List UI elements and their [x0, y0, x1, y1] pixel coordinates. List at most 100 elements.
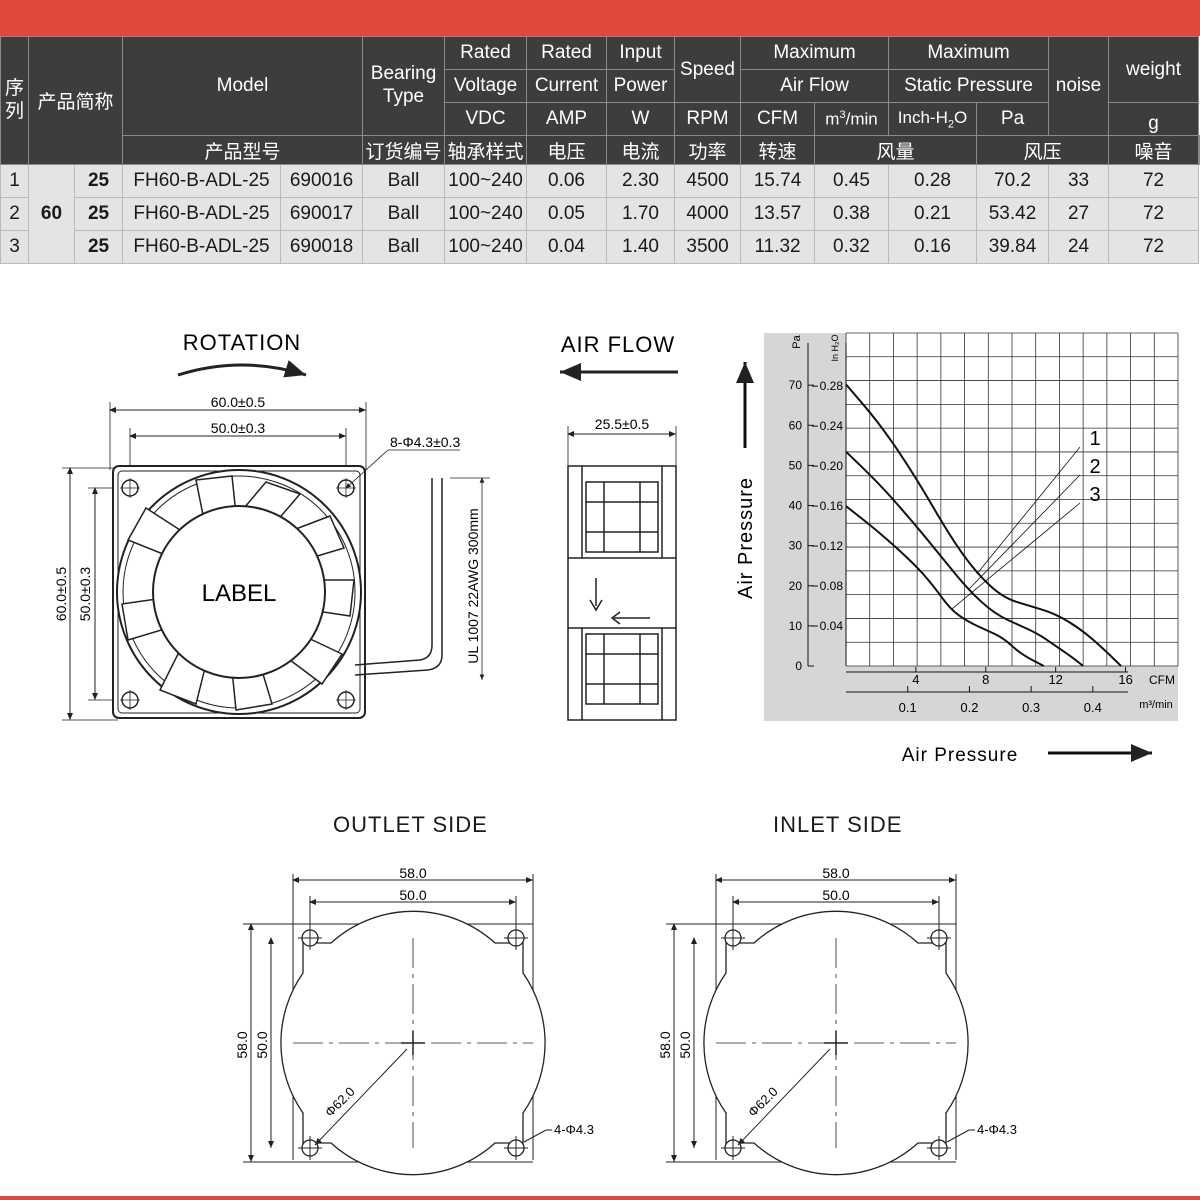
- table-row: 2 25 FH60-B-ADL-25 690017 Ball 100~240 0…: [0, 197, 1200, 231]
- cell-m3min: 0.45: [814, 164, 890, 198]
- y-tick-label-pa: 10: [789, 619, 803, 633]
- unit-vdc: VDC: [444, 102, 528, 136]
- cell-power: 1.70: [606, 197, 676, 231]
- dim-outer-width: 58.0: [822, 865, 849, 881]
- bottom-accent-bar: [0, 1196, 1200, 1200]
- fan-label-text: LABEL: [202, 580, 277, 607]
- top-accent-bar: [0, 0, 1200, 36]
- y-tick-label-inh2o: 0.04: [820, 619, 844, 633]
- dim-outer-height: 58.0: [234, 1031, 250, 1058]
- y-tick-label-inh2o: 0.08: [820, 579, 844, 593]
- cell-current: 0.06: [526, 164, 608, 198]
- header-weight: weight: [1108, 36, 1200, 103]
- cell-noise: 33: [1048, 164, 1110, 198]
- pq-curve-chart: 0102030405060700.040.080.120.160.200.240…: [735, 332, 1179, 766]
- dim-outer-height: 58.0: [657, 1031, 673, 1058]
- y-tick-label-pa: 0: [795, 659, 802, 673]
- unit-pa: Pa: [976, 102, 1050, 136]
- dim-hole-width: 50.0±0.3: [211, 420, 266, 436]
- cell-order-no: 690017: [280, 197, 364, 231]
- cell-model: FH60-B-ADL-25: [122, 197, 282, 231]
- spec-table: 序列 产品简称 Model Bearing Type Rated Rated I…: [0, 36, 1200, 264]
- cell-seq: 3: [0, 230, 29, 264]
- hole-spec-label: 4-Φ4.3: [554, 1122, 594, 1137]
- dim-hole-height: 50.0±0.3: [77, 567, 93, 622]
- cell-speed: 3500: [674, 230, 742, 264]
- dim-hole-height: 50.0: [254, 1031, 270, 1058]
- dim-outer-height: 60.0±0.5: [53, 567, 69, 622]
- x-tick-label-cfm: 16: [1118, 672, 1132, 687]
- unit-w: W: [606, 102, 676, 136]
- series-leader-2: [968, 474, 1081, 591]
- dim-outer-width: 58.0: [399, 865, 426, 881]
- x-tick-label-m3min: 0.1: [899, 700, 917, 715]
- x-tick-label-cfm: 4: [912, 672, 919, 687]
- cell-pa: 70.2: [976, 164, 1050, 198]
- cell-model: FH60-B-ADL-25: [122, 164, 282, 198]
- cell-current: 0.04: [526, 230, 608, 264]
- header-category: 产品简称: [27, 36, 124, 165]
- cell-bearing: Ball: [362, 230, 446, 264]
- header-static-pressure: Static Pressure: [888, 69, 1050, 103]
- cell-speed: 4000: [674, 197, 742, 231]
- side-view-drawing: AIR FLOW 25.5±0.5: [560, 332, 678, 721]
- dim-hole-height: 50.0: [677, 1031, 693, 1058]
- inlet-side-title: INLET SIDE: [773, 812, 903, 837]
- y-unit-pa: Pa: [791, 334, 803, 348]
- rotation-arrow: [177, 360, 307, 378]
- cell-order-no: 690016: [280, 164, 364, 198]
- y-tick-label-inh2o: 0.12: [820, 539, 844, 553]
- dim-depth: 25.5±0.5: [595, 416, 650, 432]
- y-tick-label-pa: 30: [789, 539, 803, 553]
- cell-voltage: 100~240: [444, 164, 528, 198]
- unit-inch-h2o: Inch-H2O: [888, 102, 978, 136]
- unit-amp: AMP: [526, 102, 608, 136]
- header-power: Power: [606, 69, 676, 103]
- header-input-power: Input: [606, 36, 676, 70]
- cell-m3min: 0.32: [814, 230, 890, 264]
- header-noise: noise: [1048, 36, 1110, 136]
- unit-cfm: CFM: [740, 102, 816, 136]
- dim-outer-width: 60.0±0.5: [211, 394, 266, 410]
- series-line-1: [845, 383, 1122, 667]
- y-tick-label-pa: 20: [789, 579, 803, 593]
- hole-spec-label: 8-Φ4.3±0.3: [390, 434, 460, 450]
- hole-spec-label: 4-Φ4.3: [977, 1122, 1017, 1137]
- header-current-cn: 电流: [606, 135, 676, 165]
- cell-seq: 1: [0, 164, 29, 198]
- cell-inch-h2o: 0.16: [888, 230, 978, 264]
- header-rated-voltage: Rated: [444, 36, 528, 70]
- cell-cfm: 11.32: [740, 230, 816, 264]
- x-tick-label-cfm: 12: [1048, 672, 1062, 687]
- header-bearing-cn: 轴承样式: [444, 135, 528, 165]
- cell-thickness: 25: [73, 230, 124, 264]
- cell-noise: 24: [1048, 230, 1110, 264]
- y-tick-label-pa: 60: [789, 418, 803, 432]
- fan-hub: [152, 505, 326, 679]
- header-max-pressure: Maximum: [888, 36, 1050, 70]
- cell-seq: 2: [0, 197, 29, 231]
- table-row: 3 25 FH60-B-ADL-25 690018 Ball 100~240 0…: [0, 230, 1200, 264]
- header-pressure-cn: 风压: [976, 135, 1110, 165]
- cell-power: 2.30: [606, 164, 676, 198]
- header-current: Current: [526, 69, 608, 103]
- chart-x-label: Air Pressure: [902, 745, 1019, 766]
- x-tick-label-m3min: 0.2: [960, 700, 978, 715]
- series-label-1: 1: [1089, 428, 1100, 450]
- cell-cfm: 15.74: [740, 164, 816, 198]
- chart-axes: 0102030405060700.040.080.120.160.200.240…: [789, 343, 1133, 715]
- header-power-cn: 功率: [674, 135, 742, 165]
- header-bearing: Bearing Type: [362, 36, 446, 136]
- cell-order-no: 690018: [280, 230, 364, 264]
- fan-cable: [354, 478, 443, 676]
- y-tick-label-inh2o: 0.20: [820, 459, 844, 473]
- cell-model: FH60-B-ADL-25: [122, 230, 282, 264]
- header-max-airflow: Maximum: [740, 36, 890, 70]
- header-voltage: Voltage: [444, 69, 528, 103]
- header-noise-cn: 噪音: [1108, 135, 1200, 165]
- x-tick-label-cfm: 8: [982, 672, 989, 687]
- outlet-side-title: OUTLET SIDE: [333, 812, 488, 837]
- y-tick-label-inh2o: 0.28: [820, 379, 844, 393]
- y-tick-label-pa: 70: [789, 378, 803, 392]
